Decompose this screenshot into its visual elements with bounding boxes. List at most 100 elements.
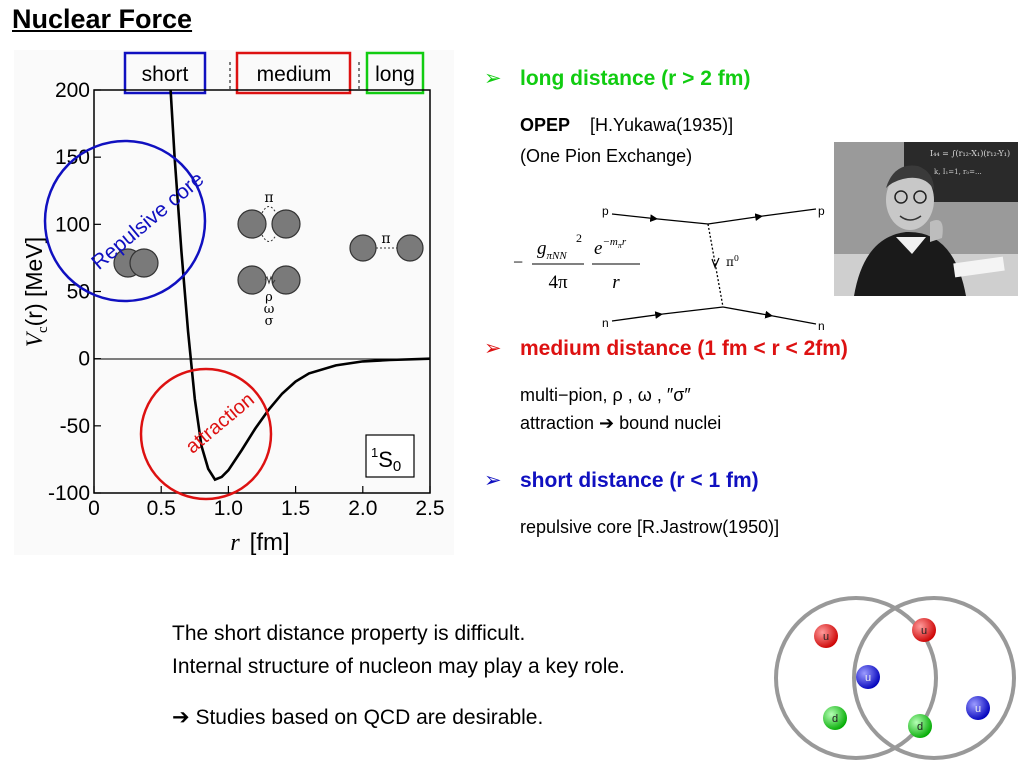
omega-label: ω [264,302,275,317]
formula-exponential: e−mπr [594,236,627,259]
long-range-box [365,51,425,95]
formula-e: e [594,238,602,259]
y-tick-label: 150 [55,146,90,169]
x-tick-label: 2.5 [415,497,444,520]
attraction-text: attraction [520,413,600,433]
structure-statement: Internal structure of nucleon may play a… [172,655,625,678]
quark-up: u [966,696,990,720]
pion-exchange-line [261,234,277,242]
neutron-out-line [722,306,774,319]
quark-label: u [823,631,829,643]
quark-down: d [823,706,847,730]
opep-line: OPEP [H.Yukawa(1935)] [520,112,733,138]
quark-label: u [921,625,927,637]
y-label-main: V [22,330,47,347]
proton-out-label: p [818,204,825,218]
y-tick-label: -50 [60,415,90,438]
state-main: S [378,447,393,472]
y-label-rest: (r) [MeV] [21,237,47,326]
short-range-box [123,51,207,95]
yukawa-photo: I₄₄ = ∫(r₁₂-X₁)(r₁₂-Y₁) k, I₁=1, r₀=... [834,142,1018,296]
nucleon-disk [349,234,377,262]
quark-up: u [856,665,880,689]
pi-label: π [381,231,390,247]
quark-up: u [912,618,936,642]
formula-exp-sub: π [618,241,623,250]
long-pion-nucleons: π [349,231,424,262]
formula-g: gπNN [537,238,567,262]
neutron-in-line [611,311,664,322]
opep-label: OPEP [520,115,571,135]
overlapping-nucleons-diagram: u u d u d u [774,596,1016,760]
suit [854,231,966,296]
x-tick-label: 2.0 [348,497,377,520]
long-distance-heading-text: long distance (r > 2 fm) [520,67,751,90]
nucleon-boundary [852,596,1016,760]
smile [899,215,922,221]
attraction-line: attraction ➔ bound nuclei [520,410,721,436]
blackboard-writing: I₄₄ = ∫(r₁₂-X₁)(r₁₂-Y₁) [930,149,1010,158]
y-tick-label: 0 [78,348,90,371]
medium-range-label: medium [257,63,332,86]
nucleon-disk [271,265,301,295]
quark-down: d [908,714,932,738]
medium-range-box [235,51,352,95]
proton-in-line [611,213,659,223]
attraction-circle [139,367,273,501]
repulsive-nucleons [113,248,159,278]
short-range-label: short [142,63,189,86]
one-pion-exchange-text: (One Pion Exchange) [520,146,693,166]
yukawa-photo-image: I₄₄ = ∫(r₁₂-X₁)(r₁₂-Y₁) k, I₁=1, r₀=... [834,142,1018,296]
long-range-label: long [375,63,415,86]
quark-label: u [865,672,871,684]
y-label-sub: c [35,326,51,333]
sigma-label: σ [265,314,274,329]
formula-g-square: 2 [576,231,582,245]
proton-in-line [657,218,709,225]
feynman-diagram: p p n n π0 [602,204,825,333]
medium-pion-nucleons: π [237,190,301,242]
x-tick-label: 1.5 [281,497,310,520]
medium-distance-heading: ➢medium distance (1 fm < r < 2fm) [484,336,848,361]
nucleon-disk [129,248,159,278]
nucleon-boundary [774,596,938,760]
bound-nuclei-text: bound nuclei [614,413,722,433]
formula-exp-r: r [622,236,627,248]
formula-r: r [612,272,620,293]
pion-charge: 0 [734,254,739,263]
state-sup: 1 [371,445,378,460]
formula-four-pi: 4π [548,272,568,293]
meson-exchange-line [264,275,276,285]
x-axis-label: r[fm] [230,529,289,555]
formula-g-main: g [537,238,547,259]
proton-out-line [707,213,764,225]
proton-in-label: p [602,204,609,218]
nucleon-disk [237,209,267,239]
bullet-arrow-icon: ➢ [484,67,502,90]
state-label-box [365,434,415,478]
yukawa-reference: [H.Yukawa(1935)] [590,115,734,135]
short-distance-heading: ➢short distance (r < 1 fm) [484,468,759,493]
quark-label: u [975,703,981,715]
quark-label: d [917,721,923,733]
papers [953,256,1005,278]
rho-label: ρ [265,290,273,305]
pion-symbol: π [726,255,734,269]
neutron-in-label: n [602,316,609,330]
proton-out-line [762,208,817,217]
repulsive-core-text: repulsive core [R.Jastrow(1950)] [520,517,780,537]
state-sub: 0 [393,458,401,475]
pion-label: π0 [726,254,739,269]
blackboard-writing: k, I₁=1, r₀=... [934,168,982,176]
x-tick-label: 0 [88,497,100,520]
repulsive-core-circle [43,139,207,303]
long-distance-heading: ➢ long distance (r > 2 fm) [484,66,750,91]
glasses [913,190,927,204]
x-tick-label: 1.0 [214,497,243,520]
svg-text:Vc(r) [MeV]: Vc(r) [MeV] [21,237,51,347]
y-axis-label: Vc(r) [MeV] [21,237,51,347]
pion-arrow [711,257,720,269]
hand [930,220,943,242]
